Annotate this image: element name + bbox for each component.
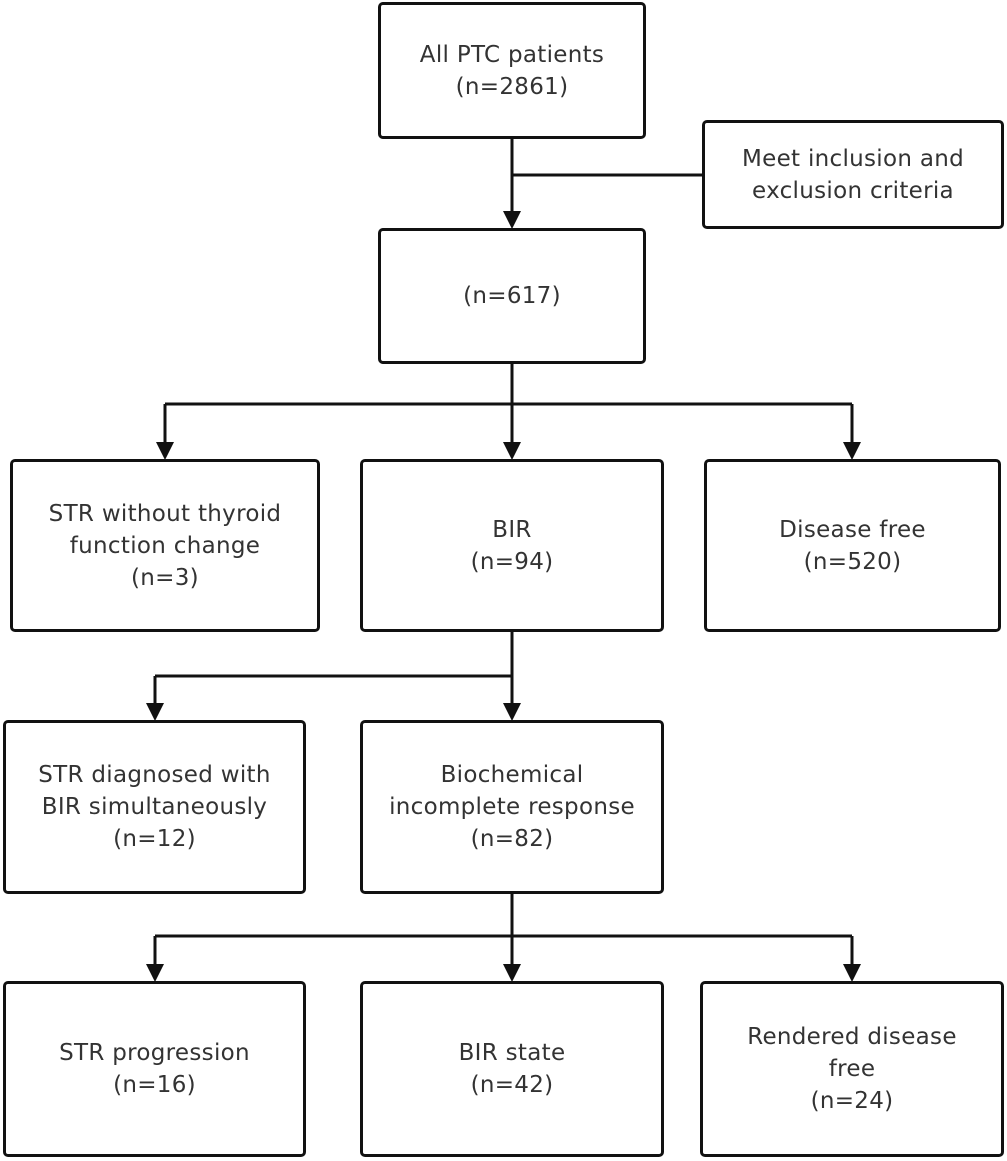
node-label: function change: [69, 532, 261, 559]
node-label: All PTC patients: [419, 41, 605, 68]
node-label: Meet inclusion and: [741, 145, 965, 172]
node-label: BIR state: [458, 1040, 566, 1066]
node-disease-free: Disease free (n=520): [704, 459, 1001, 632]
node-label: STR progression: [59, 1040, 250, 1066]
node-label: Biochemical: [440, 762, 584, 788]
node-count: (n=16): [113, 1072, 196, 1098]
node-eligible-617: (n=617): [378, 228, 646, 364]
node-count: (n=82): [470, 826, 554, 852]
node-str-without-change: STR without thyroid function change (n=3…: [10, 459, 320, 632]
node-count: (n=520): [803, 548, 902, 575]
node-label: STR diagnosed with: [38, 762, 271, 788]
node-inclusion-criteria: Meet inclusion and exclusion criteria: [702, 120, 1004, 229]
node-count: (n=12): [113, 826, 196, 852]
node-biochemical-incomplete: Biochemical incomplete response (n=82): [360, 720, 664, 894]
node-str-progression: STR progression (n=16): [3, 981, 306, 1157]
node-bir-state: BIR state (n=42): [360, 981, 664, 1157]
node-label: incomplete response: [389, 794, 635, 820]
node-count: (n=3): [131, 564, 199, 591]
node-label: Rendered disease: [747, 1024, 957, 1050]
node-label: STR without thyroid: [48, 500, 282, 527]
node-count: (n=617): [463, 283, 561, 309]
node-label: BIR: [492, 516, 532, 543]
node-count: (n=94): [470, 548, 554, 575]
node-all-ptc-patients: All PTC patients (n=2861): [378, 2, 646, 139]
node-count: (n=24): [810, 1088, 894, 1114]
node-label: exclusion criteria: [752, 177, 954, 204]
node-label: free: [828, 1056, 876, 1082]
node-str-simultaneous: STR diagnosed with BIR simultaneously (n…: [3, 720, 306, 894]
node-count: (n=42): [470, 1072, 554, 1098]
node-label: BIR simultaneously: [41, 794, 268, 820]
node-bir: BIR (n=94): [360, 459, 664, 632]
node-rendered-disease-free: Rendered disease free (n=24): [700, 981, 1004, 1157]
node-count: (n=2861): [455, 73, 569, 100]
node-label: Disease free: [779, 516, 926, 543]
